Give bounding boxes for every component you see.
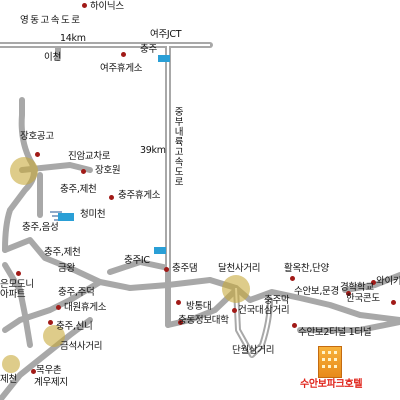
hynix-label: 하이닉스 bbox=[90, 1, 124, 12]
gyeuje-label: 계우제지 bbox=[34, 377, 68, 388]
chungju-juduk-label: 충주,주덕 bbox=[58, 287, 95, 298]
chungdong-info-univ-label: 충동정보대학 bbox=[178, 315, 229, 326]
chungju-dam-label: 충주댐 bbox=[172, 263, 198, 274]
ondoni-apt-marker bbox=[16, 271, 21, 276]
konkuk-marker bbox=[232, 308, 237, 313]
daewon-rest-area-label: 대원휴게소 bbox=[64, 302, 107, 313]
chungju-market-intersection-label: 충주막삼거리 bbox=[264, 295, 290, 317]
hwalok-danyang-label: 활옥찬,단양 bbox=[284, 263, 329, 274]
yeoju-rest-area-marker bbox=[121, 52, 126, 57]
yeoju-jct-sign bbox=[158, 55, 170, 62]
cheongmicheon-sign bbox=[58, 213, 74, 221]
mokuchon-label: 목우촌 bbox=[36, 365, 62, 376]
dalcheon-intersection-label: 달천사거리 bbox=[218, 263, 261, 274]
geumseok-intersection-label: 금석사거리 bbox=[60, 341, 103, 352]
intersection-highlight-southwest bbox=[2, 355, 20, 373]
hynix-marker bbox=[82, 3, 87, 8]
yeongdong-expressway-label: 영동고속도로 bbox=[20, 15, 82, 26]
jinam-intersection-label: 진암교차로 bbox=[68, 151, 111, 162]
suanbo-mungyeong-label: 수안보,문경 bbox=[294, 286, 339, 297]
kyunghak-label: 경학학교 bbox=[340, 282, 374, 293]
yeoju-rest-area-label: 여주휴게소 bbox=[100, 63, 143, 74]
wykiki-marker bbox=[371, 280, 376, 285]
road-chungju-ic bbox=[107, 259, 171, 275]
chungju-top-label: 충주 bbox=[140, 44, 157, 55]
danwol-intersection-label: 단월삼거리 bbox=[232, 345, 275, 356]
chungdong-info-univ-marker bbox=[178, 320, 183, 325]
hotel-icon bbox=[318, 346, 342, 378]
national-road-3 bbox=[19, 162, 93, 173]
chungju-rest-area-label: 충주휴게소 bbox=[118, 190, 161, 201]
mokuchon-marker bbox=[31, 369, 36, 374]
chungju-sinni-label: 충주,신니 bbox=[56, 321, 93, 332]
road-geumseok bbox=[0, 317, 93, 400]
chungju-dam-marker bbox=[164, 267, 169, 272]
road-suanbo bbox=[297, 319, 400, 333]
bangtongdae-label: 방통대 bbox=[186, 301, 212, 312]
kyunghak-marker bbox=[346, 291, 351, 296]
suanbo-tunnel-marker bbox=[292, 323, 297, 328]
korea-condo-marker bbox=[391, 300, 396, 305]
jecheon-left-label: 제천 bbox=[0, 374, 17, 385]
bangtongdae-marker bbox=[176, 300, 181, 305]
korea-condo-label: 한국콘도 bbox=[346, 293, 380, 304]
chungju-ic-sign bbox=[154, 247, 166, 254]
road-west-curve bbox=[2, 262, 33, 348]
geumwang-label: 금왕 bbox=[58, 263, 75, 274]
km14-label: 14km bbox=[60, 33, 86, 44]
chungju-sinni-marker bbox=[48, 320, 53, 325]
chungju-eumseong-label: 충주,음성 bbox=[22, 222, 59, 233]
janghowon-high-label: 장호공고 bbox=[20, 131, 54, 142]
ondoni-apt-label: 은모도니아파트 bbox=[0, 279, 34, 301]
wykiki-label: 와이키 bbox=[376, 276, 400, 287]
chungju-jecheon-1-label: 충주,제천 bbox=[60, 184, 97, 195]
suanbo-tunnel-label: 수안보2터널 1터널 bbox=[298, 327, 372, 338]
jungbu-expressway-label: 중부내륙고속도로 bbox=[174, 107, 184, 188]
hwalok-marker bbox=[290, 276, 295, 281]
road-eumseong bbox=[2, 237, 213, 291]
konkuk-label: 건국대 bbox=[238, 305, 264, 316]
daewon-rest-area-marker bbox=[56, 305, 61, 310]
road-southwest bbox=[2, 279, 103, 333]
icheon-label: 이천 bbox=[44, 52, 61, 63]
intersection-highlight-geumseok bbox=[43, 325, 65, 347]
yeoju-jct-label: 여주JCT bbox=[150, 29, 182, 40]
chungju-jecheon-2-label: 충주,제천 bbox=[44, 247, 81, 258]
road-east-edge bbox=[342, 272, 400, 293]
intersection-highlight-north bbox=[10, 157, 38, 185]
intersection-highlight-dalcheon bbox=[222, 275, 250, 303]
km39-label: 39km bbox=[140, 145, 166, 156]
chungju-ic-label: 충주IC bbox=[124, 255, 150, 266]
janghowon-marker bbox=[81, 169, 86, 174]
chungju-rest-area-marker bbox=[109, 195, 114, 200]
cheongmicheon-label: 청미천 bbox=[80, 209, 106, 220]
janghowon-high-marker bbox=[35, 152, 40, 157]
hotel-label[interactable]: 수안보파크호텔 bbox=[300, 379, 363, 390]
janghowon-label: 장호원 bbox=[95, 165, 121, 176]
